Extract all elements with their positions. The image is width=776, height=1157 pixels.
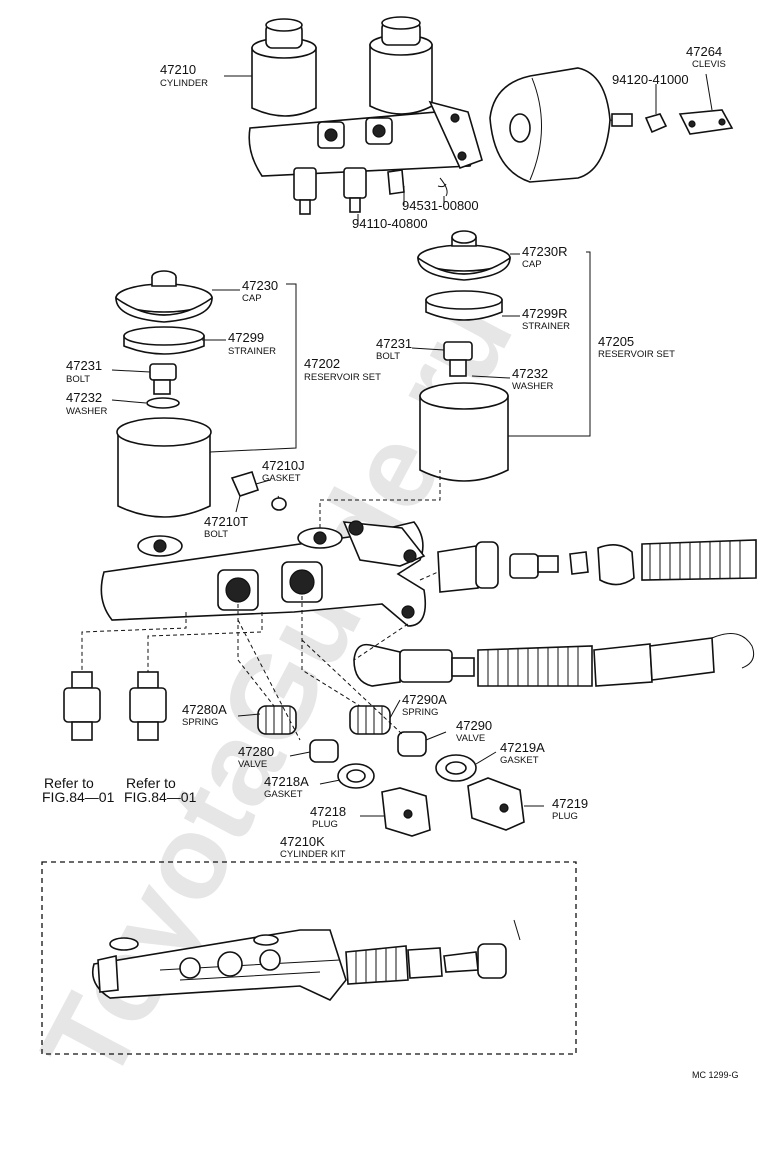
label-47231-right-number: 47231 (376, 336, 412, 351)
label-47280A-name: SPRING (182, 717, 218, 728)
internal-parts-illustration (353, 539, 757, 687)
label-47205-name: RESERVOIR SET (598, 349, 675, 360)
label-47219-name: PLUG (552, 811, 578, 822)
refer-right-line1: Refer to (126, 775, 176, 791)
label-47280A-number: 47280A (182, 702, 227, 717)
label-47219A-name: GASKET (500, 755, 539, 766)
label-47202-number: 47202 (304, 356, 340, 371)
master-cylinder-body-illustration (100, 520, 427, 627)
label-94120-number: 94120-41000 (612, 72, 689, 87)
label-47232-left-number: 47232 (66, 390, 102, 405)
label-47230R-name: CAP (522, 259, 542, 270)
reservoir-set-47202-illustration (115, 270, 287, 518)
label-47264-number: 47264 (686, 44, 722, 59)
label-47299-number: 47299 (228, 330, 264, 345)
label-47290A-number: 47290A (402, 692, 447, 707)
label-47230-name: CAP (242, 293, 262, 304)
label-47210-number: 47210 (160, 62, 196, 77)
label-47210K-name: CYLINDER KIT (280, 849, 346, 860)
label-47210J-name: GASKET (262, 473, 301, 484)
label-47230-number: 47230 (242, 278, 278, 293)
label-47230R-number: 47230R (522, 244, 568, 259)
label-47218-name: PLUG (312, 819, 338, 830)
refer-left-line1: Refer to (44, 775, 94, 791)
label-47218A-name: GASKET (264, 789, 303, 800)
label-47210-name: CYLINDER (160, 78, 208, 89)
label-47231-right-name: BOLT (376, 351, 400, 362)
label-47205-number: 47205 (598, 334, 634, 349)
label-47290A-name: SPRING (402, 707, 438, 718)
reservoir-set-47205-illustration (417, 230, 511, 482)
refer-right-line2: FIG.84—01 (124, 789, 197, 805)
label-47299-name: STRAINER (228, 346, 276, 357)
drawing-code: MC 1299-G (692, 1070, 739, 1080)
label-47210J-number: 47210J (262, 458, 305, 473)
part-labels: 47210 CYLINDER 47264 CLEVIS 94120-41000 … (42, 44, 739, 1080)
label-47232-right-number: 47232 (512, 366, 548, 381)
label-47232-left-name: WASHER (66, 406, 107, 417)
pressure-switches-illustration (63, 671, 167, 741)
label-47219-number: 47219 (552, 796, 588, 811)
label-47280-name: VALVE (238, 759, 267, 770)
label-47218A-number: 47218A (264, 774, 309, 789)
label-47299R-name: STRAINER (522, 321, 570, 332)
refer-left-line2: FIG.84—01 (42, 789, 115, 805)
label-47218-number: 47218 (310, 804, 346, 819)
label-47210T-name: BOLT (204, 529, 228, 540)
label-94110-number: 94110-40800 (352, 216, 428, 231)
label-47264-name: CLEVIS (692, 59, 726, 70)
leader-lines (41, 73, 713, 1055)
label-47210T-number: 47210T (204, 514, 248, 529)
assembled-cylinder-illustration (248, 16, 734, 215)
label-47280-number: 47280 (238, 744, 274, 759)
cylinder-kit-illustration (91, 919, 521, 1001)
label-47210K-number: 47210K (280, 834, 325, 849)
valve-parts-illustration (257, 705, 525, 837)
label-47299R-number: 47299R (522, 306, 568, 321)
label-47290-number: 47290 (456, 718, 492, 733)
label-47219A-number: 47219A (500, 740, 545, 755)
label-47232-right-name: WASHER (512, 381, 553, 392)
label-47231-left-number: 47231 (66, 358, 102, 373)
label-47290-name: VALVE (456, 733, 485, 744)
label-47231-left-name: BOLT (66, 374, 90, 385)
label-47202-name: RESERVOIR SET (304, 372, 381, 383)
label-94531-number: 94531-00800 (402, 198, 479, 213)
